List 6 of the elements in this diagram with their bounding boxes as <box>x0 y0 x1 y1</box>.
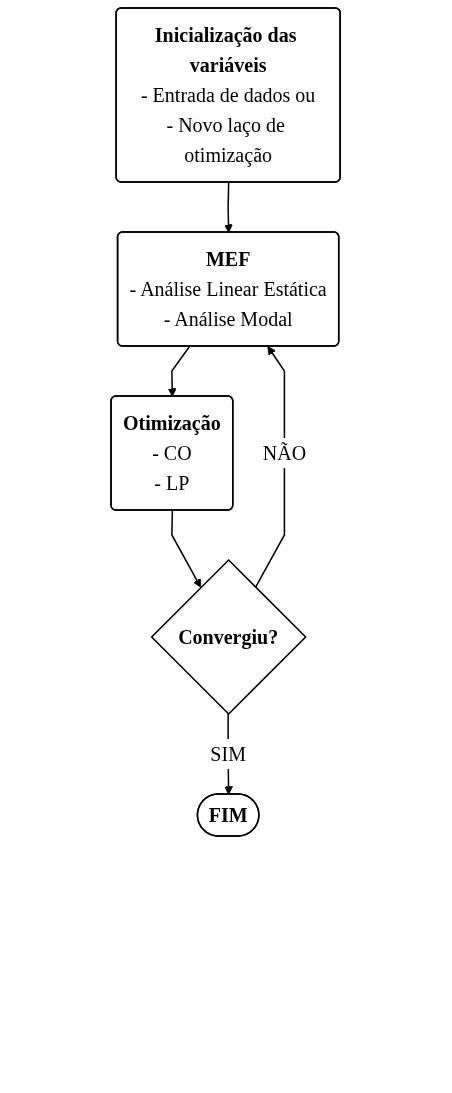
arrow <box>168 345 191 397</box>
edge-label: SIM <box>210 742 247 765</box>
arrow <box>224 181 234 233</box>
node-diamond: Convergiu? <box>151 558 308 716</box>
arrow <box>171 509 202 588</box>
edge-label: NÃO <box>263 441 307 464</box>
